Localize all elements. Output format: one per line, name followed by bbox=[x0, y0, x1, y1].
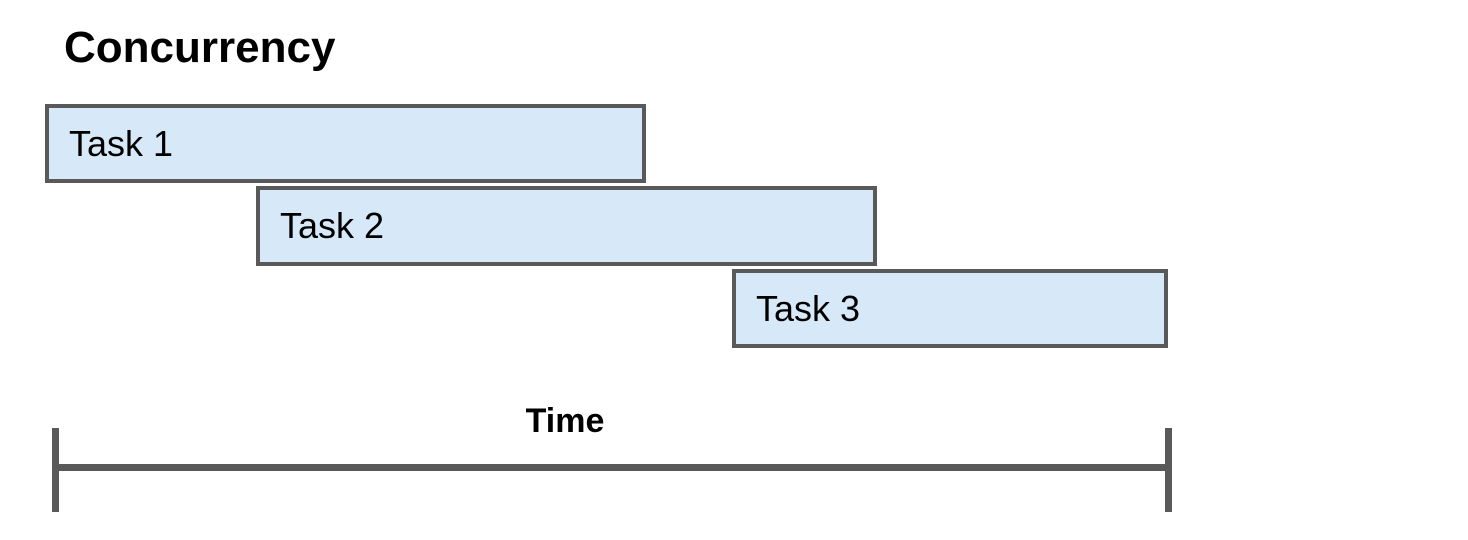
task-label: Task 2 bbox=[280, 205, 385, 246]
task-bar: Task 2 bbox=[256, 186, 877, 266]
task-label: Task 3 bbox=[756, 287, 861, 329]
time-axis-line bbox=[52, 464, 1172, 471]
time-axis-left-tick bbox=[52, 428, 59, 512]
diagram-title: Concurrency bbox=[64, 23, 336, 72]
task-label: Task 1 bbox=[69, 122, 174, 164]
time-axis-label: Time bbox=[525, 402, 605, 440]
time-axis-right-tick bbox=[1165, 428, 1172, 512]
task-bar: Task 3 bbox=[732, 269, 1168, 348]
task-bar: Task 1 bbox=[45, 104, 646, 183]
